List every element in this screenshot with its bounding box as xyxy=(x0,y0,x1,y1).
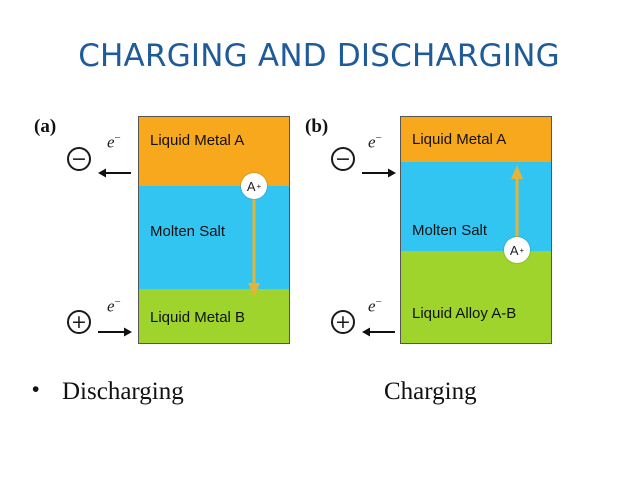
panel-b-ion-arrow-up-icon xyxy=(511,165,523,239)
panel-a-positive-terminal-icon: + xyxy=(67,310,91,334)
electron-symbol: e xyxy=(107,132,115,152)
electron-symbol: e xyxy=(368,132,376,152)
panel-b-bottom-electron-label: e− xyxy=(368,296,382,317)
panel-a-top-electron-label: e− xyxy=(107,132,121,153)
panel-b-middle-layer: Molten Salt xyxy=(401,162,551,251)
panel-b-bottom-electron-arrow-icon xyxy=(362,327,395,337)
electron-charge: − xyxy=(114,296,121,308)
panel-a-top-electron-arrow-icon xyxy=(98,168,131,178)
panel-a-battery-cell: Liquid Metal A Molten Salt Liquid Metal … xyxy=(138,116,290,344)
panel-a-middle-layer: Molten Salt xyxy=(139,186,289,289)
panel-b-top-layer: Liquid Metal A xyxy=(401,117,551,162)
panel-b-ion-badge: A+ xyxy=(504,237,530,263)
ion-charge: + xyxy=(256,181,262,191)
electron-symbol: e xyxy=(368,296,376,316)
panel-a-middle-layer-label: Molten Salt xyxy=(150,223,226,240)
panel-a-top-layer-label: Liquid Metal A xyxy=(150,132,245,149)
panel-b-top-layer-label: Liquid Metal A xyxy=(412,131,507,148)
panel-b-bottom-layer-label: Liquid Alloy A-B xyxy=(412,305,517,322)
discharging-caption: Discharging xyxy=(62,378,184,405)
panel-a-bottom-layer-label: Liquid Metal B xyxy=(150,309,246,326)
panel-a-label: (a) xyxy=(34,116,57,137)
panel-b-bottom-layer: Liquid Alloy A-B xyxy=(401,251,551,343)
panel-a-negative-terminal-icon: − xyxy=(67,147,91,171)
bullet-icon: • xyxy=(32,378,40,401)
panel-b-middle-layer-label: Molten Salt xyxy=(412,222,488,239)
panel-a-bottom-layer: Liquid Metal B xyxy=(139,289,289,343)
panel-a-ion-badge: A+ xyxy=(241,173,267,199)
panel-a-ion-arrow-down-icon xyxy=(248,197,260,297)
panel-a-top-layer: Liquid Metal A xyxy=(139,117,289,186)
panel-b-top-electron-arrow-icon xyxy=(362,168,396,178)
electron-symbol: e xyxy=(107,296,115,316)
panel-b-top-electron-label: e− xyxy=(368,132,382,153)
panel-b-label: (b) xyxy=(305,116,329,137)
panel-b-negative-terminal-icon: − xyxy=(331,147,355,171)
slide-title: CHARGING AND DISCHARGING xyxy=(78,38,560,74)
panel-a-bottom-electron-arrow-icon xyxy=(98,327,132,337)
panel-a-bottom-electron-label: e− xyxy=(107,296,121,317)
charging-caption: Charging xyxy=(384,378,477,405)
ion-charge: + xyxy=(519,245,525,255)
electron-charge: − xyxy=(375,132,382,144)
electron-charge: − xyxy=(375,296,382,308)
electron-charge: − xyxy=(114,132,121,144)
ion-symbol: A xyxy=(246,178,256,194)
panel-b-positive-terminal-icon: + xyxy=(331,310,355,334)
panel-b-battery-cell: Liquid Metal A Molten Salt Liquid Alloy … xyxy=(400,116,552,344)
ion-symbol: A xyxy=(509,242,519,258)
